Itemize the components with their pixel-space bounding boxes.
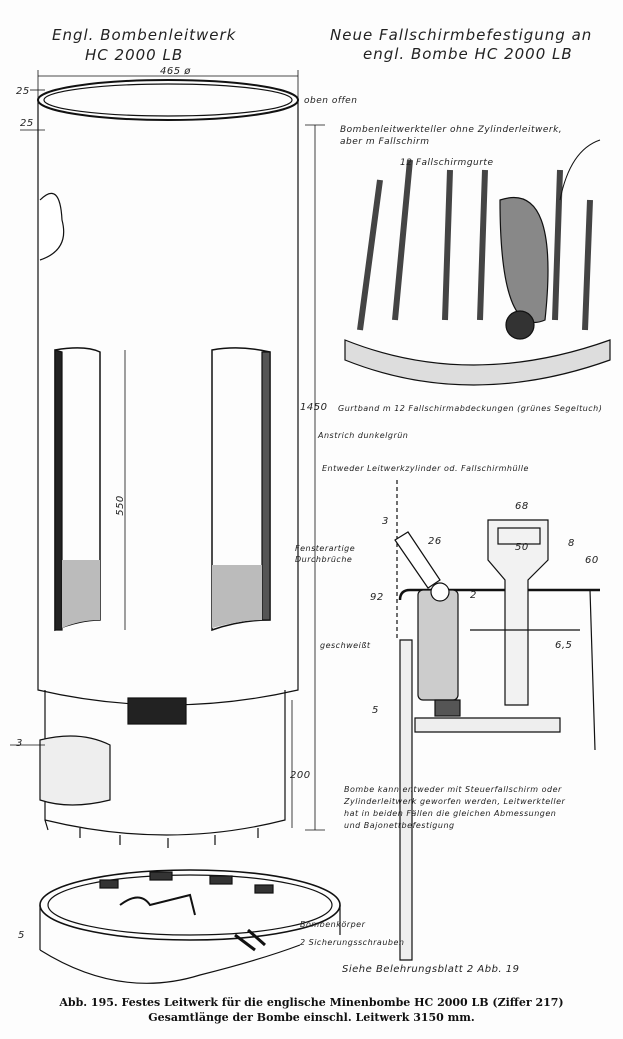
label-teller-1: Bombenleitwerkteller ohne Zylinderleitwe… xyxy=(340,125,563,135)
note-line-4: und Bajonettbefestigung xyxy=(344,821,455,830)
right-title-line-2: engl. Bombe HC 2000 LB xyxy=(363,45,573,63)
label-teller-2: aber m Fallschirm xyxy=(340,137,430,147)
left-title-line-2: HC 2000 LB xyxy=(85,46,184,64)
dim-3b: 3 xyxy=(382,516,389,527)
bayonet-detail-section xyxy=(394,480,600,961)
label-gurte: 12 Fallschirmgurte xyxy=(400,158,494,168)
label-anstrich: Anstrich dunkelgrün xyxy=(318,431,409,440)
label-bombenkoerper: Bombenkörper xyxy=(300,920,366,929)
bomb-body-ring-drawing xyxy=(39,869,341,984)
note-line-3: hat in beiden Fällen die gleichen Abmess… xyxy=(344,809,557,818)
label-fenster-1: Fensterartige xyxy=(295,544,356,553)
dim-50: 50 xyxy=(515,542,529,553)
note-line-2: Zylinderleitwerk geworfen werden, Leitwe… xyxy=(344,797,566,806)
left-title-line-1: Engl. Bombenleitwerk xyxy=(52,26,237,44)
dim-25b: 25 xyxy=(20,118,34,129)
dim-26: 26 xyxy=(428,536,442,547)
dim-465: 465 ø xyxy=(160,66,191,77)
dim-68: 68 xyxy=(515,501,529,512)
label-gurtband: Gurtband m 12 Fallschirmabdeckungen (grü… xyxy=(338,404,603,413)
tail-cylinder-drawing xyxy=(37,79,299,848)
note-line-1: Bombe kann entweder mit Steuerfallschirm… xyxy=(344,785,562,794)
dim-5b: 5 xyxy=(372,705,379,716)
figure-caption-line-1: Abb. 195. Festes Leitwerk für die englis… xyxy=(59,996,564,1009)
figure-caption-line-2: Gesamtlänge der Bombe einschl. Leitwerk … xyxy=(148,1011,475,1024)
label-oben-offen: oben offen xyxy=(304,96,358,106)
dim-60: 60 xyxy=(585,555,599,566)
parachute-attachment-drawing xyxy=(344,139,611,386)
dim-550: 550 xyxy=(114,495,126,516)
dim-6-5: 6,5 xyxy=(555,640,573,651)
dim-92: 92 xyxy=(370,592,384,603)
dim-3a: 3 xyxy=(16,738,23,749)
label-fenster-2: Durchbrüche xyxy=(295,555,353,564)
dim-200: 200 xyxy=(290,770,311,781)
label-entweder: Entweder Leitwerkzylinder od. Fallschirm… xyxy=(322,464,529,473)
dim-2: 2 xyxy=(470,590,477,601)
dim-1450: 1450 xyxy=(300,402,328,413)
label-geschweisst: geschweißt xyxy=(320,641,371,650)
right-title-line-1: Neue Fallschirmbefestigung an xyxy=(330,26,593,44)
label-siehe: Siehe Belehrungsblatt 2 Abb. 19 xyxy=(342,964,520,975)
dim-5a: 5 xyxy=(18,930,25,941)
dim-25a: 25 xyxy=(16,86,30,97)
dim-8: 8 xyxy=(568,538,575,549)
label-schrauben: 2 Sicherungsschrauben xyxy=(300,938,405,947)
dimension-lines xyxy=(10,70,325,831)
